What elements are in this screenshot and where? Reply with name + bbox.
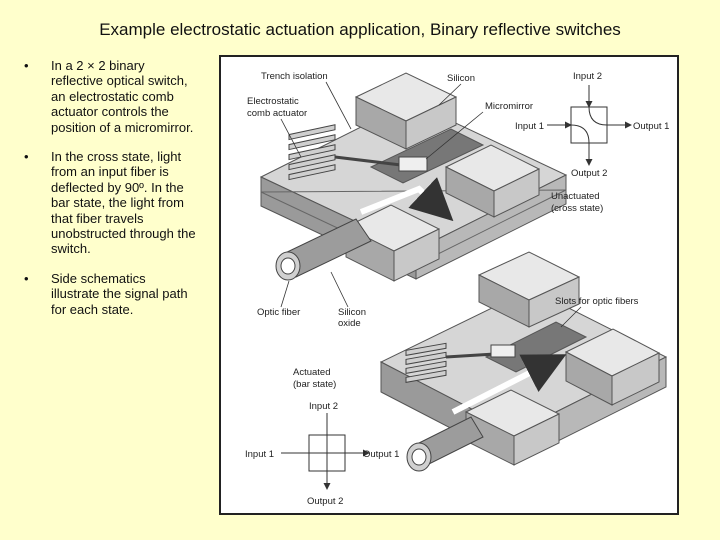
cross-state-schematic: Input 2 Input 1 Output 1 Output 2 [515,71,669,179]
light-path-arrow [359,177,454,222]
label-micromirror: Micromirror [485,101,533,112]
label-actuated: Actuated [293,367,331,378]
comb-actuator [288,124,402,181]
silicon-block [354,72,458,150]
label-bar-state: (bar state) [293,379,336,390]
optic-fiber [275,218,372,281]
label-unactuated: Unactuated [551,191,600,202]
leader-line [425,111,484,160]
bullet-list: • In a 2 × 2 binary reflective optical s… [24,58,196,331]
silicon-block [444,144,541,218]
label-cross-state: (cross state) [551,203,603,214]
optic-fiber [406,416,484,472]
unactuated-device [259,72,568,282]
optical-switch-figure: Trench isolation Silicon Electrostatic c… [219,55,679,515]
label-slots: Slots for optic fibers [555,296,639,307]
label-trench-isolation: Trench isolation [261,71,328,82]
silicon-block [477,251,581,328]
cross-input-1: Input 1 [515,121,544,132]
label-electrostatic: Electrostatic [247,96,299,107]
bullet-dot: • [24,270,29,286]
bullet-dot: • [24,58,29,73]
bullet-item: • In a 2 × 2 binary reflective optical s… [24,58,196,135]
bar-output-2: Output 2 [307,496,343,507]
leader-line [438,83,462,106]
label-silicon-oxide-2: oxide [338,318,361,329]
leader-line [330,271,349,308]
leader-line [325,81,352,130]
label-silicon: Silicon [447,73,475,84]
bar-output-1: Output 1 [363,449,399,460]
optical-switch-diagram: Trench isolation Silicon Electrostatic c… [245,71,669,507]
bullet-text: In a 2 × 2 binary reflective optical swi… [51,58,194,135]
cross-output-1: Output 1 [633,121,669,132]
leader-line [280,118,302,158]
leader-line [560,306,582,328]
bar-input-1: Input 1 [245,449,274,460]
cross-output-2: Output 2 [571,168,607,179]
label-comb-actuator: comb actuator [247,108,307,119]
light-path-arrow [451,354,567,415]
slide-title: Example electrostatic actuation applicat… [99,20,621,39]
leader-line [280,280,290,308]
bullet-dot: • [24,149,29,165]
bullet-text: In the cross state, light from an input … [51,149,196,257]
cross-input-2: Input 2 [573,71,602,82]
bullet-item: • In the cross state, light from an inpu… [24,149,196,257]
label-silicon-oxide-1: Silicon [338,307,366,318]
label-optic-fiber: Optic fiber [257,307,300,318]
bullet-item: • Side schematics illustrate the signal … [24,271,196,317]
silicon-block [464,389,561,466]
actuated-device [379,251,668,472]
bullet-text: Side schematics illustrate the signal pa… [51,270,188,317]
micromirror [398,156,428,172]
comb-actuator [405,342,512,383]
bar-input-2: Input 2 [309,401,338,412]
bar-state-schematic: Input 2 Input 1 Output 1 Output 2 [245,401,399,507]
micromirror [490,344,516,358]
